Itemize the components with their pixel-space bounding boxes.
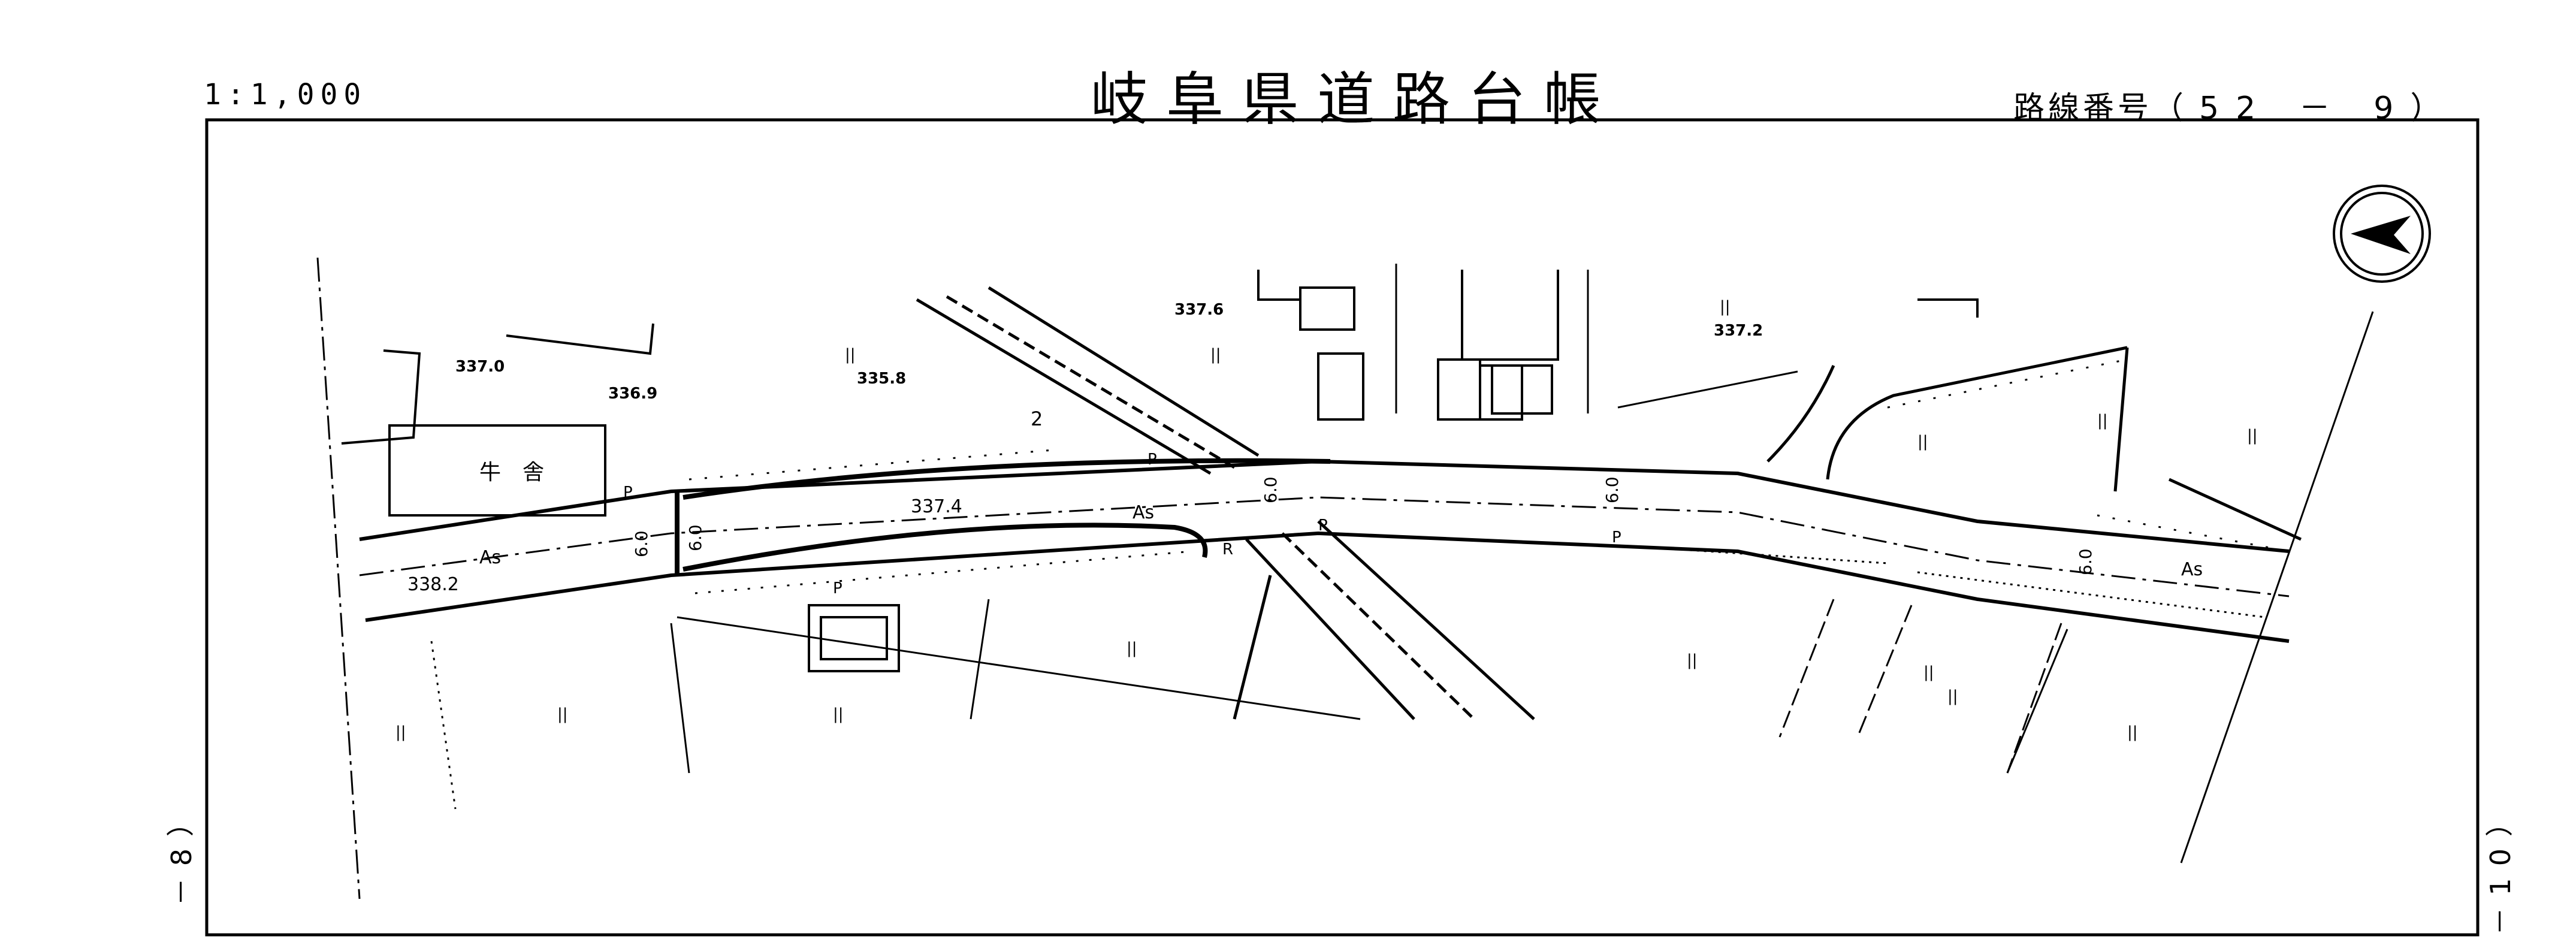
- property-lines: [316, 257, 2374, 899]
- width-label-2: 6.0: [685, 524, 705, 551]
- elevation-4: 337.6: [1174, 301, 1224, 319]
- width-label-1: 6.0: [632, 530, 651, 557]
- field-symbol-4: ||: [1917, 433, 1928, 451]
- parking-symbol-5: P: [1612, 529, 1621, 547]
- page-title: 岐阜県道路台帳: [1091, 66, 1619, 133]
- field-symbol-2: ||: [1210, 346, 1221, 364]
- field-symbol-5: ||: [2247, 427, 2258, 445]
- elevation-7: 338.2: [407, 574, 459, 595]
- map-frame: [205, 118, 2480, 937]
- barn-label: 牛 舎: [479, 460, 544, 485]
- number-2-symbol: 2: [1031, 407, 1043, 430]
- width-label-4: 6.0: [1602, 476, 1622, 503]
- side-road-southeast: [1233, 520, 1535, 720]
- elevation-2: 336.9: [608, 385, 657, 403]
- parking-symbol-4: P: [1318, 517, 1328, 535]
- elevation-5: 337.2: [1714, 322, 1763, 340]
- field-symbol-14: ||: [2127, 723, 2138, 741]
- buildings: [341, 270, 1979, 672]
- road-centerline: [359, 496, 2290, 597]
- field-symbol-13: ||: [1947, 687, 1958, 705]
- map-scale: 1:1,000: [204, 78, 367, 111]
- parking-symbol-3: P: [1147, 451, 1157, 469]
- elevation-1: 337.0: [455, 358, 505, 376]
- field-symbol-6: ||: [2097, 412, 2108, 430]
- width-label-5: 6.0: [2076, 548, 2095, 575]
- width-label-3: 6.0: [1261, 476, 1281, 503]
- field-symbol-8: ||: [557, 705, 568, 723]
- side-road-northwest: [916, 286, 1260, 475]
- pavement-label-2: As: [1133, 502, 1154, 523]
- main-road: [359, 458, 2290, 643]
- field-symbol-10: ||: [1127, 639, 1137, 657]
- parking-symbol-1: P: [623, 484, 633, 502]
- barn-building: [388, 424, 606, 517]
- field-symbol-7: ||: [395, 723, 406, 741]
- map-labels: 牛 舎 337.0 336.9 335.8 337.6 337.2 337.4 …: [395, 298, 2258, 741]
- radius-symbol: R: [1222, 541, 1233, 558]
- field-symbol-3: ||: [1720, 298, 1731, 316]
- parking-symbol-2: P: [833, 579, 842, 597]
- field-symbol-1: ||: [845, 346, 856, 364]
- elevation-3: 335.8: [857, 370, 906, 388]
- pavement-label-1: As: [479, 547, 501, 568]
- side-road-northeast: [1766, 346, 2302, 541]
- field-symbol-9: ||: [833, 705, 844, 723]
- north-arrow-icon: [2333, 185, 2431, 283]
- pavement-label-3: As: [2181, 559, 2203, 580]
- field-symbol-11: ||: [1687, 651, 1698, 669]
- elevation-6: 337.4: [911, 496, 962, 517]
- field-symbol-12: ||: [1923, 663, 1934, 681]
- embankment-hatching: [430, 358, 2290, 810]
